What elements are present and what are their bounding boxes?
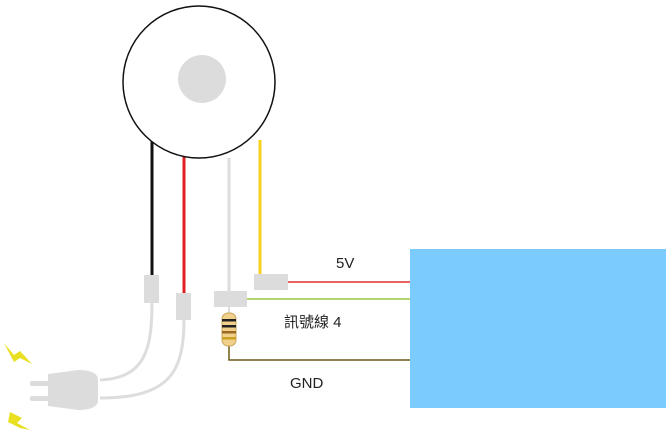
controller-lines <box>228 281 410 361</box>
plug-cable <box>99 301 186 400</box>
black-connector <box>144 275 159 303</box>
power-plug-icon <box>30 370 98 410</box>
signal-connector <box>214 291 247 307</box>
power-connector <box>254 274 288 290</box>
red-connector <box>176 293 191 320</box>
controller-board <box>410 249 666 408</box>
motor-wires <box>150 140 262 294</box>
fan-motor-icon <box>122 5 276 159</box>
connectors <box>144 274 288 320</box>
lightning-icon <box>4 343 32 430</box>
resistor-icon <box>221 306 237 347</box>
motor-hub <box>178 55 226 103</box>
ground-label: GND <box>290 375 324 392</box>
signal-label: 訊號線 4 <box>284 314 342 331</box>
ground-line <box>228 344 410 361</box>
power-label: 5V <box>336 255 354 272</box>
